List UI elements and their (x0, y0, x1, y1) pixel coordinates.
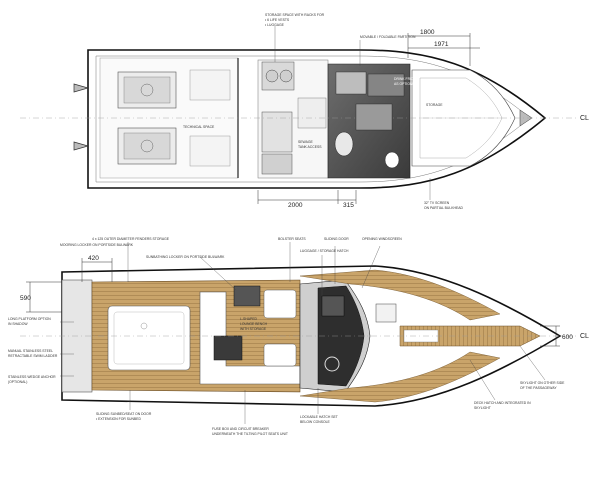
label-tv-screen-2: ON PARTIAL BULKHEAD (424, 206, 463, 210)
label-skylight-2: OF THE PASSAGEWAY (520, 386, 557, 390)
deck-centerline-label: CL (580, 333, 589, 340)
deck-hatch (375, 303, 397, 323)
dimension-2000 (257, 190, 357, 204)
label-storage-space: STORAGE SPACE WITH RACKS FOR (265, 13, 325, 17)
label-technical-space: TECHNICAL SPACE (183, 125, 215, 129)
interior-plan: CL 1800 1971 2000 315 STORAGE SPACE WI (20, 13, 589, 210)
label-sunbathing-locker: SUNBATHING LOCKER ON PORTSIDE BULWARK (146, 255, 225, 259)
label-storage-space-2: • 6 LIFE VESTS (265, 18, 290, 22)
dimension-1800 (407, 33, 471, 66)
label-anchor: STAINLESS WEDGE ANCHOR (8, 375, 56, 379)
wet-bar (233, 285, 261, 307)
label-sewage-tank-2: TANK ACCESS (298, 145, 322, 149)
pilot-seat (263, 289, 297, 319)
label-sliding-door: SLIDING DOOR (324, 237, 349, 241)
label-tv-screen: 32" TV SCREEN (424, 201, 450, 205)
dimension-590-label: 590 (20, 295, 31, 302)
label-fuse-box: FUSE BOX AND CIRCUIT BREAKER (212, 427, 269, 431)
engine-port (117, 71, 177, 109)
outdrive-pair (73, 83, 90, 151)
label-luggage-hatch: LUGGAGE / STORAGE HATCH (300, 249, 349, 253)
label-lounge-bench: L-SHAPED (240, 317, 258, 321)
label-sewage-tank: SEWAGE (298, 140, 313, 144)
label-bolster-seats: BOLSTER SEATS (278, 237, 306, 241)
label-sliding-sunbed: SLIDING SUNBED/SEAT ON DOOR (96, 412, 152, 416)
aft-sunbed (107, 305, 191, 371)
label-long-platform-2: IN SHADOW (8, 322, 28, 326)
label-movable-partition: MOVABLE / FOLDABLE PARTITION (360, 35, 416, 39)
label-opening-windscreen: OPENING WINDSCREEN (362, 237, 402, 241)
interior-leaders (274, 26, 431, 200)
dimension-315-label: 315 (343, 202, 354, 209)
label-sliding-sunbed-2: • EXTENSION FOR SUNBED (96, 417, 141, 421)
label-console-2: BELOW CONSOLE (300, 420, 331, 424)
label-deck-hatch-2: SKYLIGHT (474, 406, 491, 410)
dimension-420-label: 420 (88, 255, 99, 262)
deck-plan: CL 420 590 600 (8, 237, 589, 436)
side-deck-port (299, 269, 501, 321)
dimension-600 (540, 325, 560, 347)
deck-leaders (60, 242, 546, 424)
dimension-1800-label: 1800 (420, 29, 435, 36)
label-mooring-locker: MOORING LOCKER ON PORTSIDE BULWARK (60, 243, 134, 247)
label-outer-diameter: 4 x 125 OUTER DIAMETER FENDERS STORAGE (92, 237, 170, 241)
label-lounge-bench-2: LOUNGE BENCH (240, 322, 268, 326)
label-storage: STORAGE (426, 103, 443, 107)
label-fuse-box-2: UNDERNEATH THE TILTING PILOT SEATS UNIT (212, 432, 288, 436)
label-fridge-2: AS OPTIONAL (394, 82, 417, 86)
steering-wheel (324, 356, 340, 372)
label-long-platform: LONG PLATFORM OPTION (8, 317, 51, 321)
dimension-590 (26, 281, 62, 313)
dimension-1971-label: 1971 (434, 41, 449, 48)
label-manual-ladder: MANUAL STAINLESS STEEL (8, 349, 53, 353)
engine-starboard (117, 127, 177, 165)
dimension-2000-label: 2000 (288, 202, 303, 209)
label-manual-ladder-2: RETRACTABLE SWIM LADDER (8, 354, 58, 358)
label-storage-space-3: • LUGGAGE (265, 23, 285, 27)
label-console: LOCKABLE HATCH SET (300, 415, 338, 419)
dimension-600-label: 600 (562, 334, 573, 341)
side-deck-starboard (299, 351, 501, 403)
label-deck-hatch: DECK HATCH AND INTEGRATED IN (474, 401, 531, 405)
interior-centerline-label: CL (580, 115, 589, 122)
label-lounge-bench-3: WITH STORAGE (240, 327, 267, 331)
label-skylight: SKYLIGHT ON OTHER SIDE (520, 381, 565, 385)
cockpit-table (213, 335, 243, 361)
label-anchor-2: (OPTIONAL) (8, 380, 27, 384)
label-fridge: DRINK FRIDGE (394, 77, 419, 81)
dimension-420 (81, 258, 113, 282)
